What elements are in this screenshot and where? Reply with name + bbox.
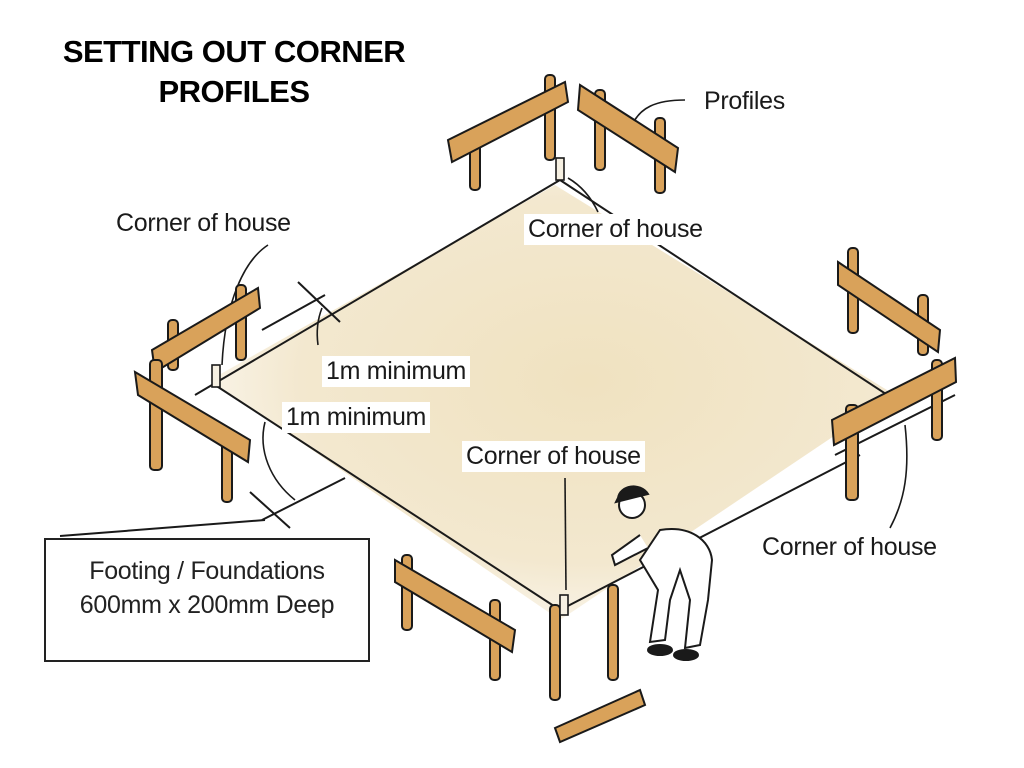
- label-min-upper: 1m minimum: [322, 356, 471, 387]
- profile-boards: [133, 74, 958, 744]
- label-corner-right: Corner of house: [762, 533, 937, 561]
- label-corner-front: Corner of house: [462, 441, 645, 472]
- note-line-2: 600mm x 200mm Deep: [79, 591, 335, 619]
- note-line-1: Footing / Foundations: [89, 557, 325, 585]
- label-corner-left: Corner of house: [116, 209, 291, 237]
- label-min-lower: 1m minimum: [282, 402, 431, 433]
- footing-note-box: Footing / Foundations 600mm x 200mm Deep: [44, 538, 370, 662]
- house-footprint-ground: [210, 185, 895, 620]
- corner-pegs: [211, 157, 569, 616]
- page-title: SETTING OUT CORNER PROFILES: [34, 32, 434, 112]
- label-profiles: Profiles: [704, 87, 785, 115]
- worker-figure: [610, 485, 714, 661]
- title-line-1: SETTING OUT CORNER: [62, 34, 406, 69]
- title-line-2: PROFILES: [158, 74, 310, 109]
- label-corner-top: Corner of house: [524, 214, 707, 245]
